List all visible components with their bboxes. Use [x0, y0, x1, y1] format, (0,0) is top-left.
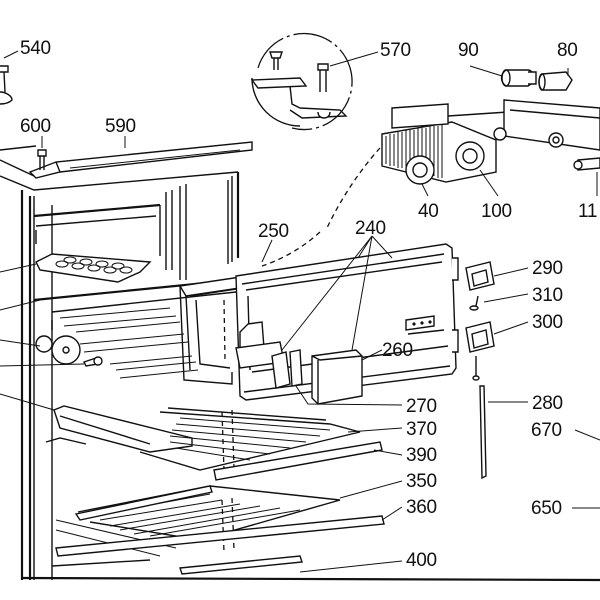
thermostat-knob — [35, 335, 103, 367]
callout-250: 250 — [258, 221, 289, 242]
callout-270: 270 — [406, 396, 437, 417]
callout-280: 280 — [532, 393, 563, 414]
burner-assembly — [261, 99, 600, 267]
callout-590: 590 — [105, 116, 136, 137]
callout-360: 360 — [406, 497, 437, 518]
leader-lines — [0, 50, 600, 573]
callout-290: 290 — [532, 258, 563, 279]
callout-260: 260 — [382, 340, 413, 361]
inset-circle-570 — [250, 32, 353, 131]
callout-600: 600 — [20, 116, 51, 137]
callout-90: 90 — [458, 40, 479, 61]
callout-350: 350 — [406, 471, 437, 492]
part-590-rail — [28, 141, 253, 179]
callout-11: 11 — [578, 201, 598, 222]
part-350-wire-shelf — [74, 485, 341, 553]
callout-540: 540 — [20, 38, 51, 59]
callout-370: 370 — [406, 419, 437, 440]
part-90-cylinder — [500, 69, 537, 87]
part-80-nozzle — [538, 71, 573, 91]
part-260-cover — [311, 349, 363, 405]
callout-240: 240 — [355, 218, 386, 239]
callout-100: 100 — [481, 201, 512, 222]
part-290-hinge — [465, 261, 495, 291]
part-600-screw — [37, 149, 47, 170]
callout-390: 390 — [406, 445, 437, 466]
part-270-bracket — [271, 349, 303, 389]
part-crisper-cover — [45, 405, 193, 453]
callout-80: 80 — [557, 40, 578, 61]
part-390-shelf-rail — [213, 441, 383, 481]
part-300-hinge — [465, 321, 495, 381]
callout-400: 400 — [406, 550, 437, 571]
callout-310: 310 — [532, 285, 563, 306]
callout-650: 650 — [531, 498, 562, 519]
part-370-wire-shelf — [139, 407, 361, 471]
callout-300: 300 — [532, 312, 563, 333]
part-310-screw — [469, 295, 479, 311]
part-540-knob — [0, 65, 13, 105]
callout-570: 570 — [380, 40, 411, 61]
part-360-shelf-rail — [55, 515, 385, 575]
part-280-rod — [479, 385, 487, 480]
callout-670: 670 — [531, 420, 562, 441]
callout-40: 40 — [418, 201, 439, 222]
